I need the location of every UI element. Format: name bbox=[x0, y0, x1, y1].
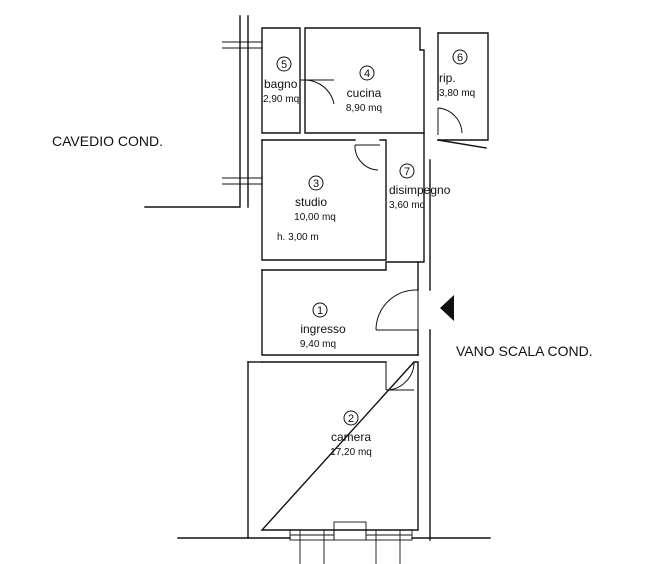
room-6-name: rip. bbox=[439, 71, 456, 85]
room-6-marker bbox=[452, 49, 468, 65]
room-6-number: 6 bbox=[457, 52, 463, 64]
walls bbox=[144, 15, 491, 564]
room-1-name: ingresso bbox=[300, 322, 346, 336]
room-1-area: 9,40 mq bbox=[300, 339, 336, 350]
room-6-area: 3,80 mq bbox=[439, 88, 475, 99]
vano-scala-label: VANO SCALA COND. bbox=[456, 343, 593, 359]
room-3-area: 10,00 mq bbox=[294, 212, 336, 223]
room-3-height: h. 3,00 m bbox=[277, 232, 319, 243]
room-5-area: 2,90 mq bbox=[263, 94, 299, 105]
room-5-name: bagno bbox=[264, 77, 298, 91]
room-7-name: disimpegno bbox=[389, 183, 451, 197]
room-7-marker bbox=[399, 163, 415, 179]
room-2-name: camera bbox=[331, 430, 371, 444]
room-4-area: 8,90 mq bbox=[346, 103, 382, 114]
room-1-marker bbox=[312, 302, 328, 318]
room-2-area: 17,20 mq bbox=[330, 447, 372, 458]
room-4-name: cucina bbox=[347, 86, 382, 100]
room-5-marker bbox=[276, 56, 292, 72]
room-1-number: 1 bbox=[317, 305, 323, 317]
room-3-name: studio bbox=[295, 195, 327, 209]
room-5-number: 5 bbox=[281, 59, 287, 71]
room-3-number: 3 bbox=[313, 178, 319, 190]
doors bbox=[300, 79, 463, 391]
entrance-arrow-icon bbox=[440, 295, 454, 321]
room-7-number: 7 bbox=[404, 166, 410, 178]
room-2-number: 2 bbox=[348, 413, 354, 425]
cavedio-label: CAVEDIO COND. bbox=[52, 133, 163, 149]
room-4-number: 4 bbox=[364, 68, 370, 80]
room-4-marker bbox=[359, 65, 375, 81]
room-2-marker bbox=[343, 410, 359, 426]
room-7-area: 3,60 mq bbox=[389, 200, 425, 211]
room-3-marker bbox=[308, 175, 324, 191]
